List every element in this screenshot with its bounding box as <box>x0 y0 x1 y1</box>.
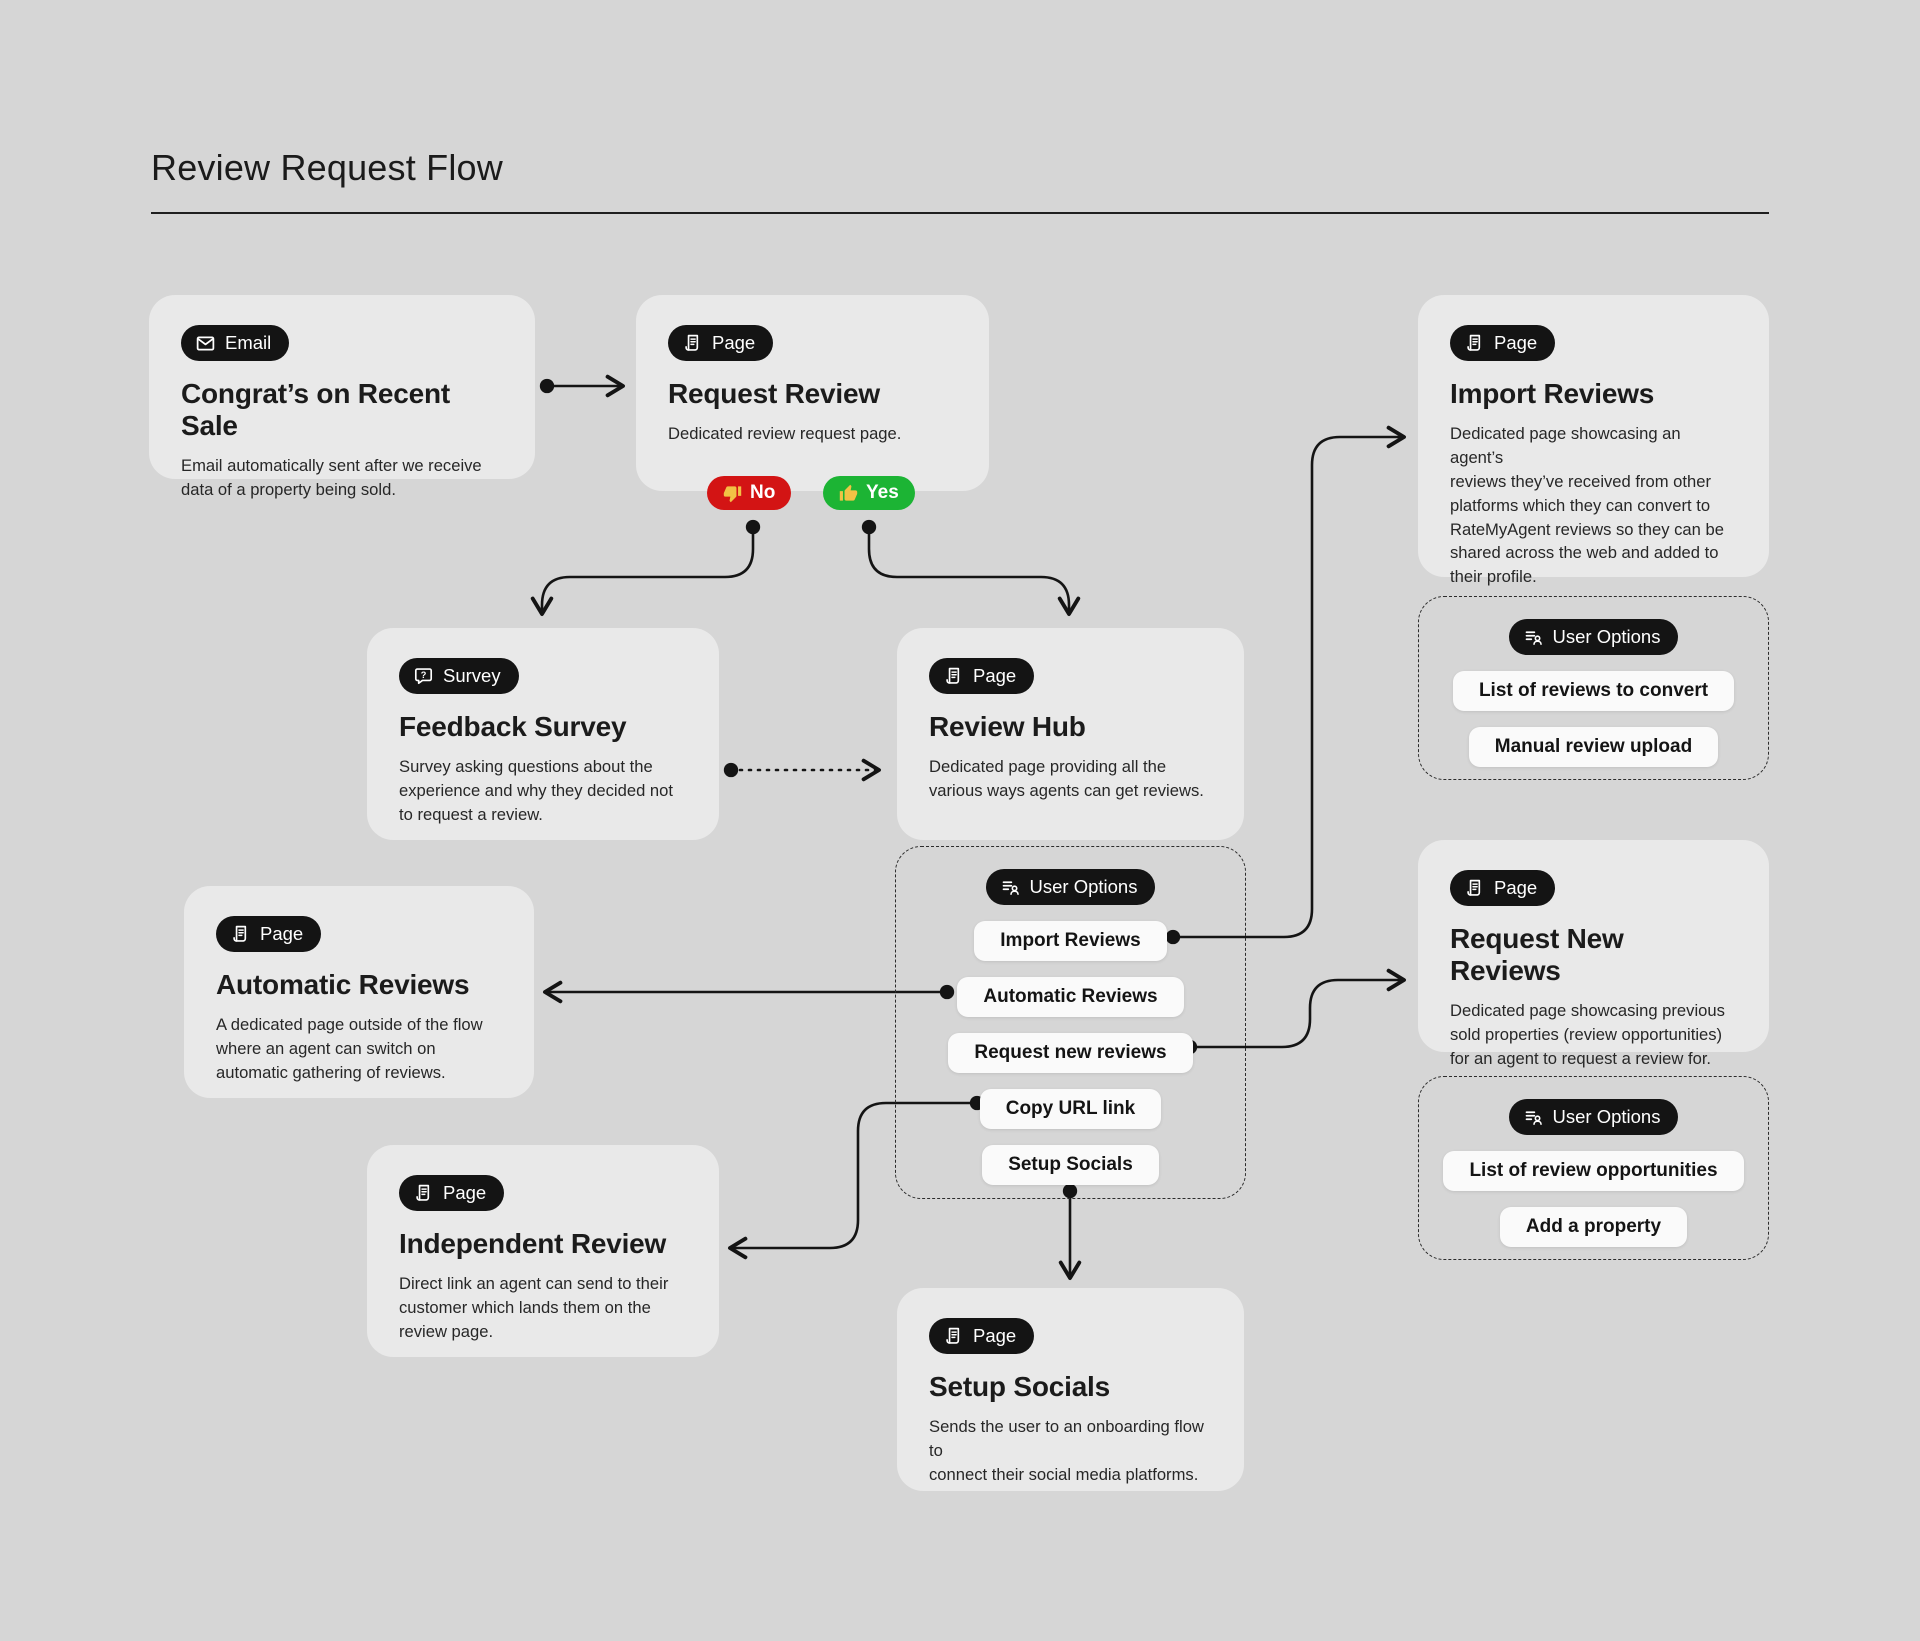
option-import-reviews[interactable]: Import Reviews <box>974 921 1167 961</box>
page-badge-label: Page <box>973 665 1017 686</box>
import-reviews-title: Import Reviews <box>1450 378 1655 409</box>
yes-button-label: Yes <box>866 482 899 503</box>
connector-no-to-feedback-survey <box>530 519 761 616</box>
email-badge-label: Email <box>225 332 272 353</box>
page-badge: Page <box>929 658 1035 694</box>
list-person-icon <box>1002 880 1019 895</box>
page-badge-label: Page <box>973 1325 1017 1346</box>
automatic-reviews-node: Page Automatic Reviews A dedicated page … <box>184 886 534 1098</box>
request-review-description: Dedicated review request page. <box>668 424 902 443</box>
request-new-reviews-description: Dedicated page showcasing previous sold … <box>1450 1001 1725 1068</box>
review-hub-user-options-list: Import Reviews Automatic Reviews Request… <box>948 921 1193 1185</box>
option-list-of-review-opportunities[interactable]: List of review opportunities <box>1443 1151 1744 1191</box>
list-person-icon <box>1525 1110 1542 1125</box>
setup-socials-title: Setup Socials <box>929 1371 1111 1402</box>
request-review-title: Request Review <box>668 378 880 409</box>
page-badge-label: Page <box>260 923 304 944</box>
feedback-survey-description: Survey asking questions about the experi… <box>399 757 673 824</box>
envelope-icon <box>196 336 215 350</box>
page-badge-label: Page <box>443 1182 487 1203</box>
review-hub-title: Review Hub <box>929 711 1086 742</box>
title-divider <box>151 212 1769 214</box>
import-user-options-group: User Options List of reviews to convert … <box>1418 596 1769 780</box>
page-badge: Page <box>929 1318 1035 1354</box>
page-icon <box>946 667 960 684</box>
import-reviews-description: Dedicated page showcasing an agent’s rev… <box>1450 424 1724 587</box>
import-user-options-list: List of reviews to convert Manual review… <box>1452 671 1735 767</box>
thumbs-up-icon <box>839 484 858 501</box>
independent-review-title: Independent Review <box>399 1228 667 1259</box>
option-manual-review-upload[interactable]: Manual review upload <box>1468 727 1719 767</box>
email-badge: Email <box>181 325 290 361</box>
option-automatic-reviews[interactable]: Automatic Reviews <box>957 977 1184 1017</box>
request-new-reviews-title: Request New Reviews <box>1450 923 1624 986</box>
user-options-badge-label: User Options <box>1552 626 1661 647</box>
automatic-reviews-description: A dedicated page outside of the flow whe… <box>216 1015 483 1082</box>
page-badge: Page <box>399 1175 505 1211</box>
page-badge: Page <box>216 916 322 952</box>
request-review-node: Page Request Review Dedicated review req… <box>636 295 989 491</box>
user-options-badge: User Options <box>1508 619 1679 655</box>
request-user-options-list: List of review opportunities Add a prope… <box>1443 1151 1744 1247</box>
page-icon <box>685 334 699 351</box>
automatic-reviews-title: Automatic Reviews <box>216 969 470 1000</box>
user-options-badge-label: User Options <box>1029 876 1138 897</box>
connector-yes-to-review-hub <box>861 519 1081 616</box>
page-icon <box>1467 334 1481 351</box>
thumbs-down-icon <box>723 485 742 502</box>
page-icon <box>1467 879 1481 896</box>
page-icon <box>416 1184 430 1201</box>
option-copy-url-link[interactable]: Copy URL link <box>979 1089 1162 1129</box>
page-badge-label: Page <box>1494 332 1538 353</box>
yes-button[interactable]: Yes <box>823 476 915 510</box>
survey-badge: ? Survey <box>399 658 519 694</box>
independent-review-node: Page Independent Review Direct link an a… <box>367 1145 719 1357</box>
user-options-badge: User Options <box>1508 1099 1679 1135</box>
page-badge-label: Page <box>712 332 756 353</box>
review-hub-description: Dedicated page providing all the various… <box>929 757 1204 800</box>
page-badge-label: Page <box>1494 877 1538 898</box>
feedback-survey-title: Feedback Survey <box>399 711 627 742</box>
request-new-reviews-node: Page Request New Reviews Dedicated page … <box>1418 840 1769 1068</box>
email-node-description: Email automatically sent after we receiv… <box>181 456 482 499</box>
option-request-new-reviews[interactable]: Request new reviews <box>948 1033 1193 1073</box>
question-bubble-icon: ? <box>414 667 433 684</box>
page-title: Review Request Flow <box>151 147 503 188</box>
option-add-a-property[interactable]: Add a property <box>1499 1207 1688 1247</box>
import-reviews-node: Page Import Reviews Dedicated page showc… <box>1418 295 1769 586</box>
user-options-badge-label: User Options <box>1552 1106 1661 1127</box>
setup-socials-description: Sends the user to an onboarding flow to … <box>929 1417 1204 1484</box>
user-options-badge: User Options <box>985 869 1156 905</box>
option-list-of-reviews-to-convert[interactable]: List of reviews to convert <box>1452 671 1735 711</box>
feedback-survey-node: ? Survey Feedback Survey Survey asking q… <box>367 628 719 840</box>
page-badge: Page <box>1450 870 1556 906</box>
email-node-title: Congrat’s on Recent Sale <box>181 378 450 441</box>
list-person-icon <box>1525 630 1542 645</box>
option-setup-socials[interactable]: Setup Socials <box>982 1145 1159 1185</box>
review-hub-node: Page Review Hub Dedicated page providing… <box>897 628 1244 840</box>
independent-review-description: Direct link an agent can send to their c… <box>399 1274 669 1341</box>
survey-badge-label: Survey <box>443 665 501 686</box>
no-button-label: No <box>750 482 776 503</box>
request-user-options-group: User Options List of review opportunitie… <box>1418 1076 1769 1260</box>
email-node: Email Congrat’s on Recent Sale Email aut… <box>149 295 535 499</box>
review-hub-user-options-group: User Options Import Reviews Automatic Re… <box>895 846 1246 1199</box>
setup-socials-node: Page Setup Socials Sends the user to an … <box>897 1288 1244 1491</box>
page-badge: Page <box>668 325 774 361</box>
svg-text:?: ? <box>421 669 427 679</box>
page-badge: Page <box>1450 325 1556 361</box>
page-icon <box>233 925 247 942</box>
page-icon <box>946 1327 960 1344</box>
no-button[interactable]: No <box>707 476 792 510</box>
